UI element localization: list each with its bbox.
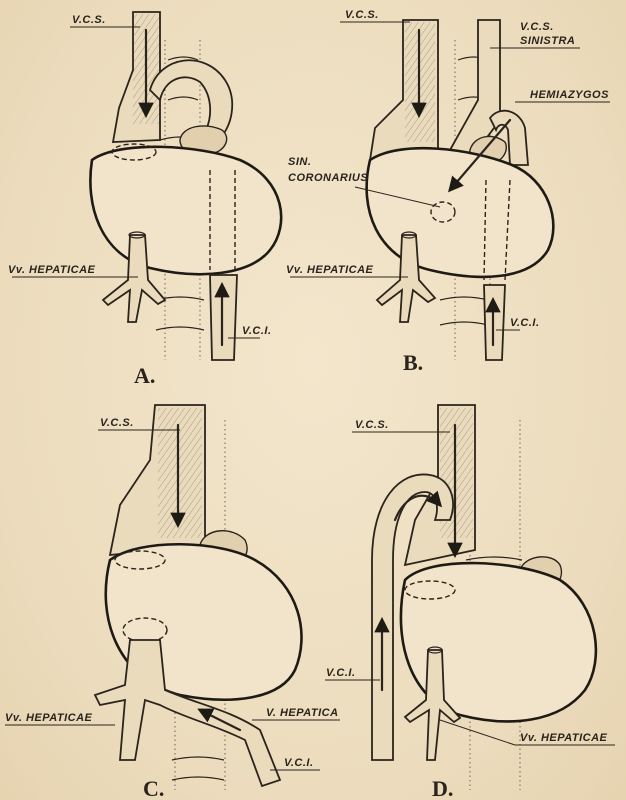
panel-b: V.C.S. V.C.S. SINISTRA HEMIAZYGOS SIN. C…: [286, 9, 610, 375]
label-vci-c: V.C.I.: [284, 757, 314, 769]
label-vci-d: V.C.I.: [326, 667, 356, 679]
label-vci-b: V.C.I.: [510, 317, 540, 329]
label-hepaticae-a: Vv. HEPATICAE: [8, 264, 96, 276]
label-hepaticae-d: Vv. HEPATICAE: [520, 732, 608, 744]
label-sin-1-b: SIN.: [288, 156, 311, 168]
panel-letter-a: A.: [134, 363, 155, 388]
label-vcs-c: V.C.S.: [100, 417, 134, 429]
panel-c: V.C.S. Vv. HEPATICAE V. HEPATICA V.C.I. …: [5, 405, 340, 800]
label-hepaticae-c: Vv. HEPATICAE: [5, 712, 93, 724]
label-vcs-sinistra-2-b: SINISTRA: [520, 35, 575, 47]
label-hepaticae-b: Vv. HEPATICAE: [286, 264, 374, 276]
label-sin-2-b: CORONARIUS: [288, 172, 368, 184]
panel-letter-c: C.: [143, 776, 164, 800]
panel-letter-b: B.: [403, 350, 423, 375]
svc-shading-c: [158, 408, 202, 538]
heart-b: [367, 148, 554, 277]
panel-d: V.C.S. V.C.I. Vv. HEPATICAE D.: [325, 405, 615, 800]
heart-a: [90, 147, 281, 274]
label-vcs-a: V.C.S.: [72, 14, 106, 26]
panel-a: V.C.S. Vv. HEPATICAE V.C.I. A.: [8, 12, 281, 388]
label-vcs-sinistra-1-b: V.C.S.: [520, 21, 554, 33]
label-v-hepatica-c: V. HEPATICA: [266, 707, 339, 719]
label-vcs-b: V.C.S.: [345, 9, 379, 21]
label-hemiazygos-b: HEMIAZYGOS: [530, 89, 609, 101]
ivc-vessel-a: [210, 275, 237, 360]
label-vcs-d: V.C.S.: [355, 419, 389, 431]
panel-letter-d: D.: [432, 776, 453, 800]
ivc-vessel-b: [484, 285, 505, 360]
label-vci-a: V.C.I.: [242, 325, 272, 337]
